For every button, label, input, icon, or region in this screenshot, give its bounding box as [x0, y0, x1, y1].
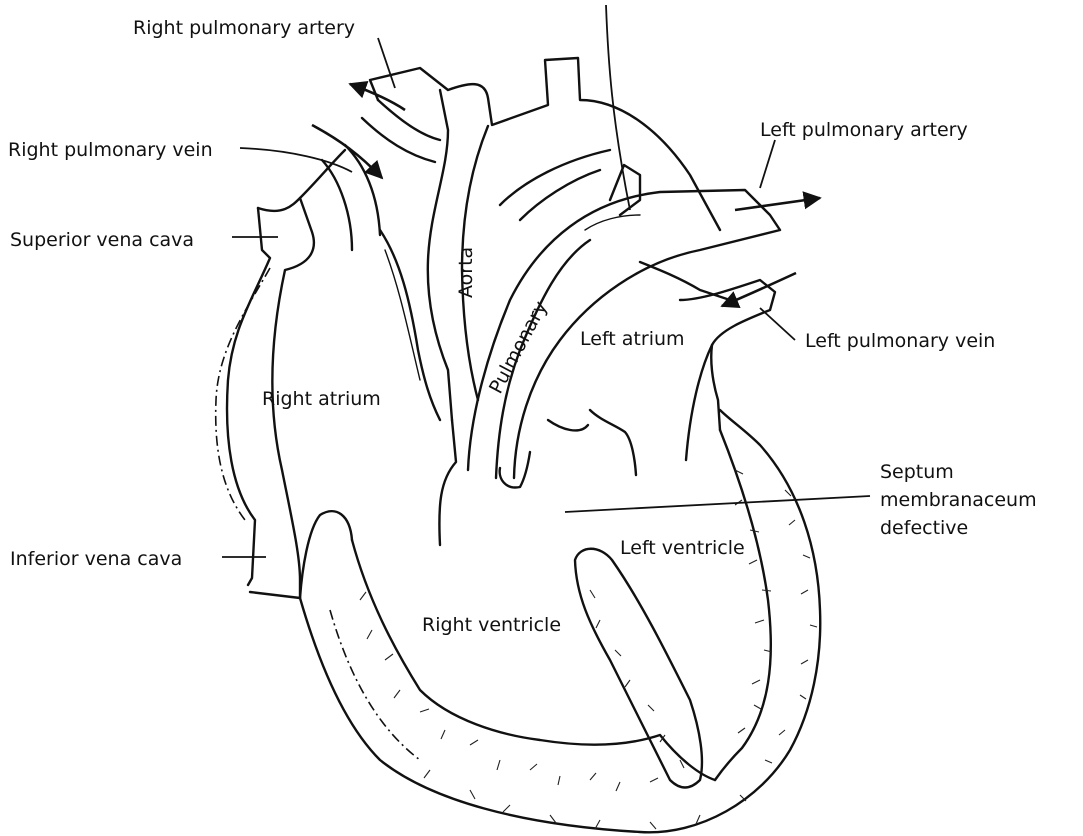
label-aorta: Aorta	[455, 247, 477, 298]
label-right-atrium: Right atrium	[262, 388, 381, 410]
right-pulmonary-vessels	[300, 100, 440, 250]
flow-arrows	[312, 84, 820, 306]
label-inferior-vena-cava: Inferior vena cava	[10, 548, 182, 570]
pulmonary-trunk	[468, 150, 780, 487]
label-septum-line1: Septum	[880, 461, 954, 483]
label-septum-line2: membranaceum	[880, 489, 1037, 511]
left-atrium-outline	[548, 262, 775, 475]
label-left-ventricle: Left ventricle	[620, 537, 745, 559]
myocardium-hatching	[360, 470, 817, 829]
label-septum-line3: defective	[880, 517, 968, 539]
label-right-pulmonary-vein: Right pulmonary vein	[8, 139, 213, 161]
diagram-labels: Right pulmonary artery Right pulmonary v…	[8, 17, 1037, 636]
label-right-pulmonary-artery: Right pulmonary artery	[133, 17, 355, 39]
label-right-ventricle: Right ventricle	[422, 614, 561, 636]
label-superior-vena-cava: Superior vena cava	[10, 229, 194, 251]
label-left-pulmonary-artery: Left pulmonary artery	[760, 119, 968, 141]
label-pulmonary: Pulmonary	[485, 298, 552, 398]
label-left-atrium: Left atrium	[580, 328, 685, 350]
label-left-pulmonary-vein: Left pulmonary vein	[805, 330, 995, 352]
aorta-vessel	[370, 58, 720, 545]
